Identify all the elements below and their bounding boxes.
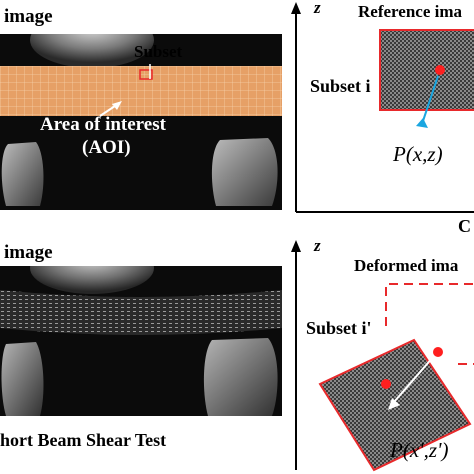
deformed-z-arrowhead xyxy=(291,240,301,252)
right-support-deformed xyxy=(203,338,278,416)
loading-pin xyxy=(30,34,154,68)
deformed-point xyxy=(381,379,391,389)
reference-title: Reference ima xyxy=(358,2,462,21)
cut-label: C xyxy=(458,216,471,236)
aoi-label-line2: (AOI) xyxy=(82,137,131,158)
deformed-origin-point xyxy=(433,347,443,357)
reference-point-label: P(x,z) xyxy=(393,142,443,166)
deformed-title: Deformed ima xyxy=(354,256,459,275)
reference-photo-drawing xyxy=(0,34,282,210)
left-support-deformed xyxy=(1,342,44,416)
subset-i-prime-label: Subset i' xyxy=(306,318,372,338)
reference-arrow xyxy=(421,75,439,125)
reference-z-arrowhead xyxy=(291,2,301,14)
deformed-specimen xyxy=(0,290,282,335)
bottom-image-label: image xyxy=(4,242,53,263)
deformed-arrow xyxy=(393,355,435,403)
dashed-reference-outline xyxy=(385,283,474,326)
dic-diagram xyxy=(291,2,474,472)
right-support xyxy=(211,138,278,206)
loading-pin-deformed xyxy=(30,266,154,294)
subset-label: Subset xyxy=(134,42,183,61)
aoi-pointer xyxy=(99,101,122,117)
left-support xyxy=(1,142,44,206)
reference-point xyxy=(435,65,445,75)
aoi-label-line1: Area of interest xyxy=(40,114,166,135)
deformed-point-label: P(x',z') xyxy=(390,438,449,462)
deformed-photo xyxy=(0,266,282,416)
subset-i-label: Subset i xyxy=(310,76,371,96)
reference-z-label: z xyxy=(314,0,321,17)
reference-arrowhead xyxy=(416,118,428,128)
deformed-photo-drawing xyxy=(0,266,282,416)
reference-subset xyxy=(379,29,474,111)
top-image-label: image xyxy=(4,6,53,27)
aoi-strip xyxy=(0,66,282,116)
test-caption: hort Beam Shear Test xyxy=(0,430,167,450)
deformed-z-label: z xyxy=(314,236,321,255)
reference-photo xyxy=(0,34,282,210)
subset-box xyxy=(139,69,153,80)
